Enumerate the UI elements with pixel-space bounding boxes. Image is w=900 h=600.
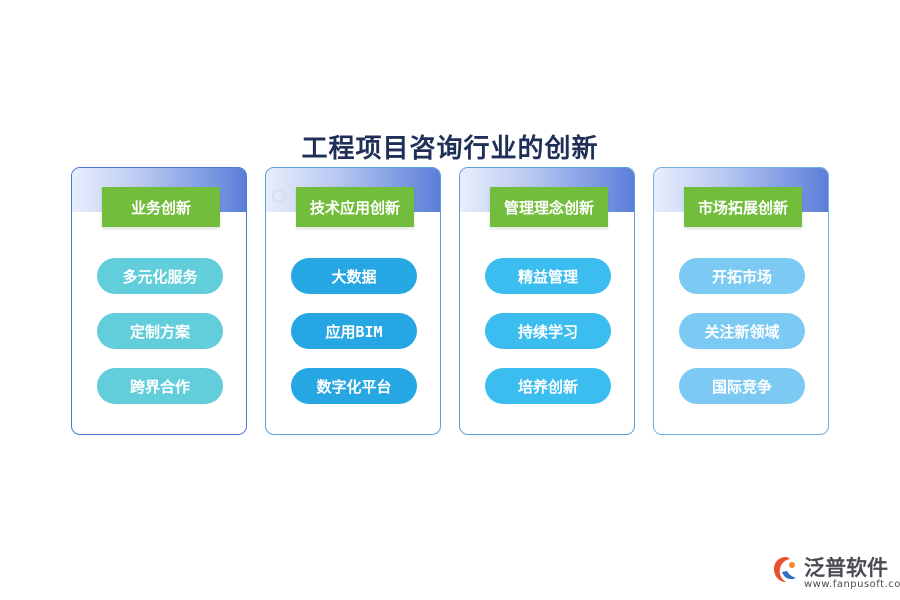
item-pill: 数字化平台 (291, 368, 417, 404)
watermark-logo-icon (272, 189, 286, 203)
item-pill: 持续学习 (485, 313, 611, 349)
item-pill: 应用BIM (291, 313, 417, 349)
item-pill: 定制方案 (97, 313, 223, 349)
logo-name: 泛普软件 (804, 556, 888, 580)
watermark (272, 189, 286, 203)
card-header: 技术应用创新 (296, 187, 414, 227)
item-pill: 跨界合作 (97, 368, 223, 404)
card-header: 市场拓展创新 (684, 187, 802, 227)
fanpu-logo-icon (774, 557, 796, 582)
logo-url: www.fanpusoft.com (804, 579, 900, 590)
card-business-innovation: 业务创新 多元化服务 定制方案 跨界合作 (71, 167, 247, 435)
card-technology-innovation: 技术应用创新 大数据 应用BIM 数字化平台 (265, 167, 441, 435)
item-pill: 多元化服务 (97, 258, 223, 294)
page-title: 工程项目咨询行业的创新 (301, 134, 599, 164)
card-market-innovation: 市场拓展创新 开拓市场 关注新领域 国际竞争 (653, 167, 829, 435)
card-header: 管理理念创新 (490, 187, 608, 227)
item-pill: 国际竞争 (679, 368, 805, 404)
brand-logo: 泛普软件 www.fanpusoft.com (770, 552, 900, 594)
item-pill: 开拓市场 (679, 258, 805, 294)
item-pill: 大数据 (291, 258, 417, 294)
card-management-innovation: 管理理念创新 精益管理 持续学习 培养创新 (459, 167, 635, 435)
item-pill: 精益管理 (485, 258, 611, 294)
item-pill: 关注新领域 (679, 313, 805, 349)
item-pill: 培养创新 (485, 368, 611, 404)
card-header: 业务创新 (102, 187, 220, 227)
